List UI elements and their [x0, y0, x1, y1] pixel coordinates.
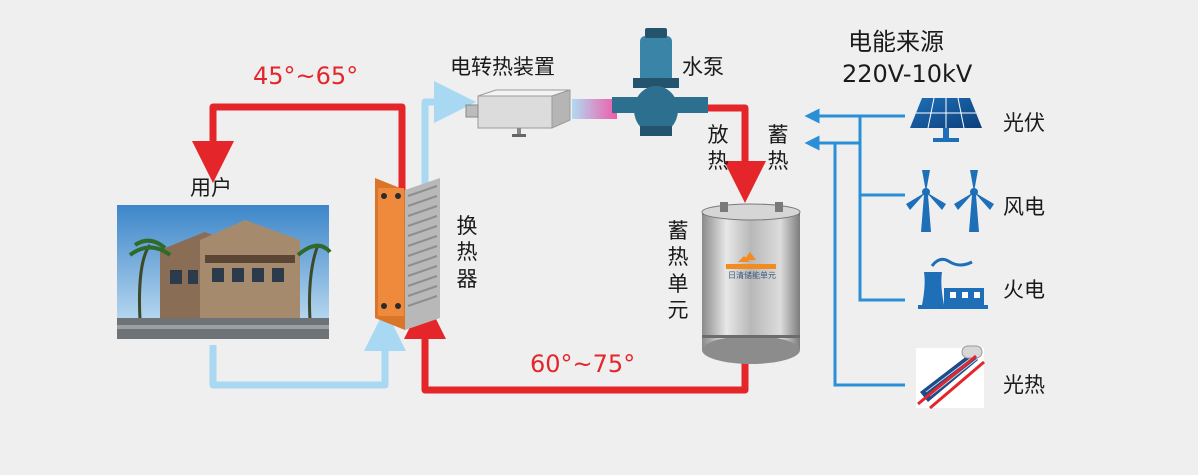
electric-heater-device: [465, 89, 571, 137]
source-thermal-label: 火电: [1003, 278, 1045, 302]
thermal-power-icon: [918, 257, 988, 309]
release-heat-label: 放热: [707, 123, 729, 174]
power-lines: [804, 108, 905, 387]
cold-return-pipe: [209, 309, 406, 389]
heat-exchanger-label: 换热器: [456, 214, 478, 291]
cold-to-heater-pipe: [421, 81, 476, 192]
power-voltage: 220V-10kV: [842, 60, 973, 88]
hot-supply-pipe: [192, 103, 406, 192]
solar-thermal-icon: [916, 345, 985, 410]
heater-to-pump-flow: [572, 99, 617, 119]
pump-label: 水泵: [682, 55, 724, 79]
water-pump: [612, 28, 708, 136]
solar-pv-icon: [910, 97, 982, 142]
source-solar-thermal-label: 光热: [1003, 373, 1045, 397]
hot-return-pipe: [404, 297, 749, 394]
storage-tank: [701, 202, 801, 364]
user-label: 用户: [190, 176, 232, 200]
pump-to-tank-pipe: [700, 104, 766, 203]
wind-turbine-icon: [906, 170, 994, 232]
supply-temperature: 45°~65°: [253, 62, 359, 90]
store-heat-label: 蓄热: [767, 123, 789, 174]
tank-badge: 日清储能单元: [728, 271, 776, 280]
source-wind-label: 风电: [1003, 195, 1045, 219]
electric-heater-label: 电转热装置: [450, 55, 555, 79]
power-source-title: 电能来源: [848, 28, 944, 56]
heat-exchanger: [375, 178, 440, 330]
storage-unit-label: 蓄热单元: [667, 219, 689, 322]
user-building-image: [117, 205, 332, 339]
source-pv-label: 光伏: [1003, 111, 1045, 135]
return-temperature: 60°~75°: [530, 350, 636, 378]
